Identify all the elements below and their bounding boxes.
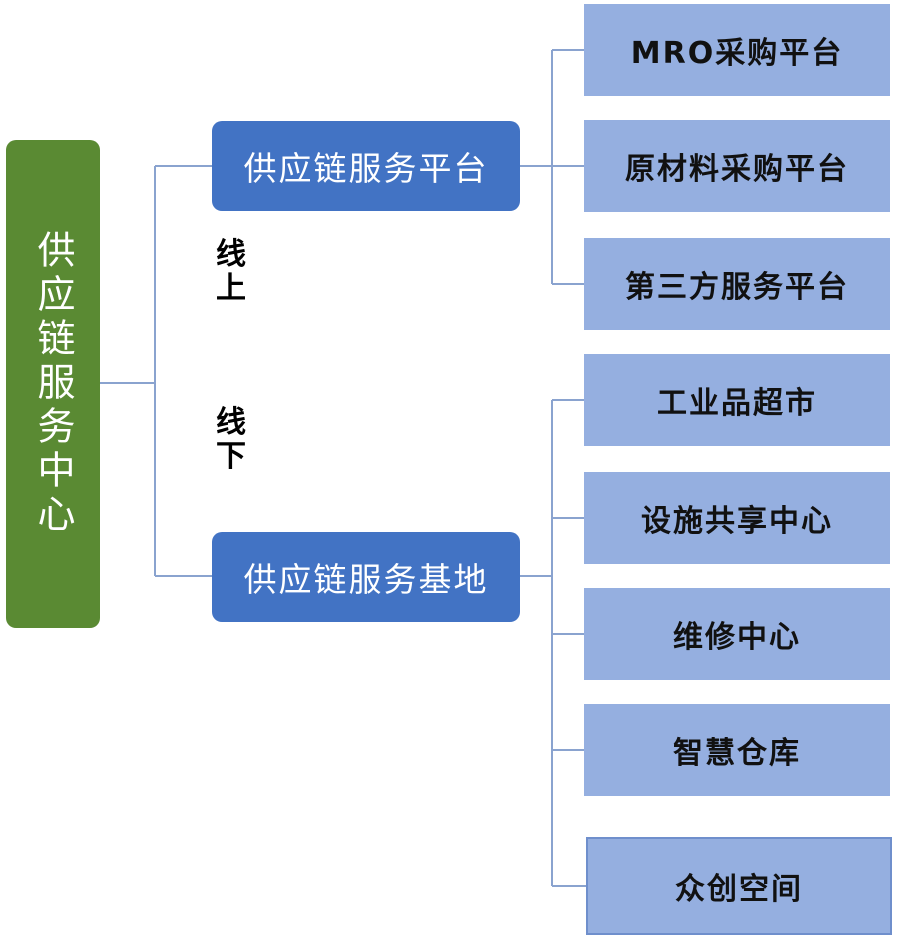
online-platform-node: 供应链服务平台 [212, 121, 520, 211]
leaf-label: 维修中心 [673, 620, 801, 655]
leaf-mro-procurement: MRO采购平台 [584, 4, 890, 96]
root-node-label: 供应链服务中心 [31, 230, 75, 538]
leaf-raw-material-procurement: 原材料采购平台 [584, 120, 890, 212]
online-platform-label: 供应链服务平台 [243, 149, 489, 188]
leaf-third-party-services: 第三方服务平台 [584, 238, 890, 330]
leaf-label: 第三方服务平台 [625, 270, 849, 305]
leaf-label: 原材料采购平台 [625, 152, 849, 187]
leaf-maintenance-center: 维修中心 [584, 588, 890, 680]
leaf-industrial-supermarket: 工业品超市 [584, 354, 890, 446]
offline-base-node: 供应链服务基地 [212, 532, 520, 622]
leaf-label: 智慧仓库 [673, 736, 801, 771]
leaf-label: 众创空间 [675, 872, 803, 907]
root-node: 供应链服务中心 [6, 140, 100, 628]
leaf-facility-sharing-center: 设施共享中心 [584, 472, 890, 564]
leaf-label: 设施共享中心 [641, 504, 833, 539]
leaf-label: 工业品超市 [657, 386, 817, 421]
offline-label: 线下 [216, 405, 246, 474]
leaf-maker-space: 众创空间 [586, 837, 892, 935]
leaf-label: MRO采购平台 [630, 36, 844, 71]
offline-base-label: 供应链服务基地 [243, 560, 489, 599]
leaf-smart-warehouse: 智慧仓库 [584, 704, 890, 796]
online-label: 线上 [216, 237, 246, 306]
